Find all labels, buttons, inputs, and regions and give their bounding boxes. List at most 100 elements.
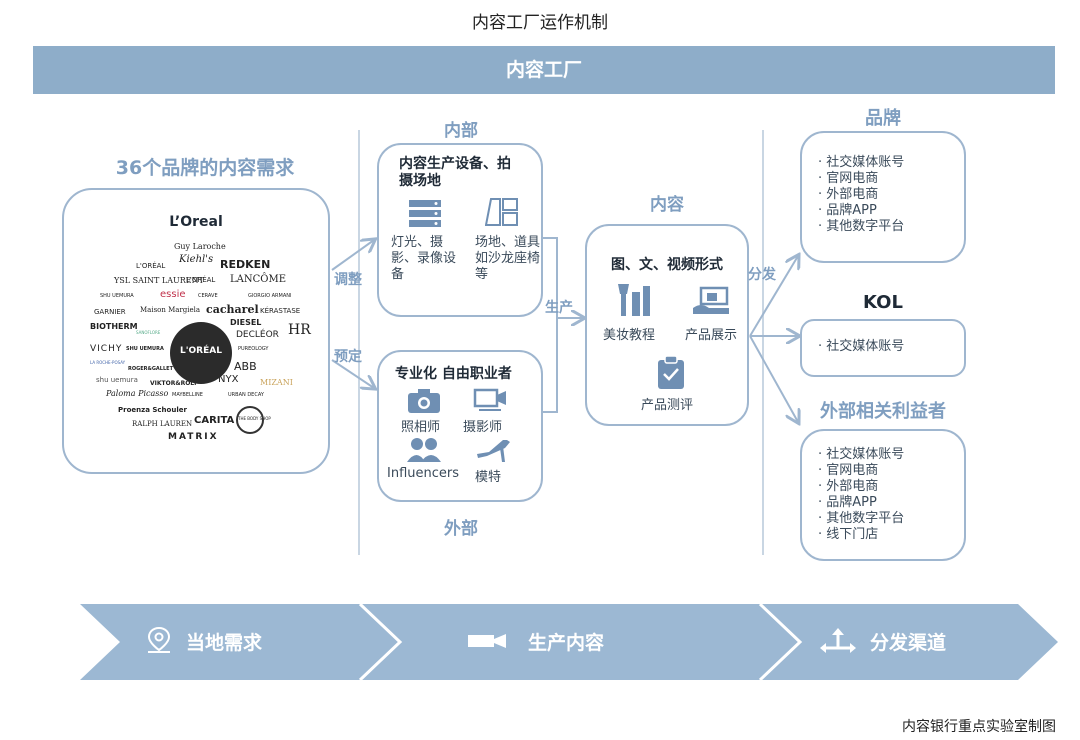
brand-logo: ROGER&GALLET (128, 366, 174, 372)
stakeholders-box: · 社交媒体账号 · 官网电商 · 外部电商 · 品牌APP · 其他数字平台 … (800, 429, 966, 561)
brand-logo: RALPH LAUREN (132, 420, 193, 428)
list-item: · 社交媒体账号 (818, 339, 905, 354)
list-item: · 品牌APP (818, 203, 877, 218)
brand-logo: KÉRASTASE (260, 307, 301, 315)
brand-channel-box: · 社交媒体账号 · 官网电商 · 外部电商 · 品牌APP · 其他数字平台 (800, 131, 966, 263)
list-item: · 官网电商 (818, 171, 879, 186)
kol-channel-list: · 社交媒体账号 (818, 339, 904, 355)
brand-logo: LANCÔME (230, 274, 287, 285)
brand-logo: NYX (218, 374, 239, 385)
internal-item-label: 灯光、摄影、录像设备 (391, 235, 457, 282)
external-item-label: 照相师 (401, 420, 441, 435)
external-item-label: 摄影师 (463, 420, 503, 435)
content-item-label: 产品展示 (685, 328, 738, 343)
list-item: · 外部电商 (818, 479, 879, 494)
location-pin-icon (147, 626, 171, 653)
brand-logo: SANOFLORE (136, 330, 161, 335)
content-box: 图、文、视频形式 美妆教程 产品展示 产品测评 (585, 224, 749, 426)
external-box-title: 专业化 自由职业者 (395, 366, 512, 382)
content-title: 内容 (650, 195, 684, 215)
flow-arrows-distribute (749, 250, 804, 430)
brand-logo-circle (236, 406, 264, 434)
brand-logo: DIESEL (230, 318, 262, 327)
brand-logo: YSL SAINT LAURENT (114, 276, 204, 285)
list-item: · 其他数字平台 (818, 219, 905, 234)
left-section-title: 36个品牌的内容需求 (115, 157, 295, 179)
brand-logo: CERAVE (198, 293, 218, 299)
flow-label-schedule: 预定 (334, 349, 362, 365)
brand-logo: essie (160, 289, 186, 300)
list-item: · 外部电商 (818, 187, 879, 202)
brand-logo: Proenza Schouler (118, 406, 187, 414)
brand-logo: cacharel (206, 303, 259, 316)
brand-logo: Paloma Picasso (106, 389, 169, 398)
brand-channel-list: · 社交媒体账号 · 官网电商 · 外部电商 · 品牌APP · 其他数字平台 (818, 155, 904, 235)
external-box: 专业化 自由职业者 照相师 摄影师 Influencers 模特 (377, 350, 543, 502)
server-icon (409, 200, 441, 227)
people-icon (407, 438, 441, 462)
flow-label-adjust: 调整 (334, 272, 362, 288)
process-step-label: 当地需求 (186, 632, 263, 654)
internal-box-title: 内容生产设备、拍摄场地 (399, 156, 511, 189)
process-step-label: 生产内容 (528, 632, 605, 654)
brand-channel-title: 品牌 (865, 108, 901, 129)
divider-right (762, 130, 764, 555)
distribute-arrows-icon (820, 628, 856, 653)
brand-portfolio-box: L’Oreal Guy Laroche Kiehl's L'ORÉAL REDK… (62, 188, 330, 474)
brand-logo: MIZANI (260, 378, 293, 387)
external-item-label: 模特 (475, 470, 502, 485)
banner-title: 内容工厂 (505, 59, 582, 81)
flow-label-distribute: 分发 (748, 267, 776, 283)
stakeholders-title: 外部相关利益者 (820, 401, 946, 422)
brand-logo: PUREOLOGY (238, 346, 269, 352)
brand-logo: Kiehl's (179, 254, 214, 265)
content-item-label: 产品测评 (640, 398, 693, 413)
brand-logo: HR (288, 322, 311, 338)
list-item: · 品牌APP (818, 495, 877, 510)
brand-logo: shu uemura (96, 376, 138, 384)
flow-bracket-produce (543, 237, 588, 413)
brand-logo: MAYBELLINE (172, 392, 203, 398)
brand-logo: SHU UEMURA (126, 346, 164, 352)
panels-icon (485, 198, 518, 226)
kol-channel-box: · 社交媒体账号 (800, 319, 966, 377)
clipboard-check-icon (658, 356, 684, 389)
brand-logo: BIOTHERM (90, 322, 138, 331)
loreal-logo: L'ORÉAL (170, 322, 232, 384)
brand-logo: URBAN DECAY (228, 392, 264, 398)
brand-logo: LA ROCHE-POSAY (90, 360, 126, 365)
brand-logo: L'ORÉAL (186, 276, 216, 284)
video-camera-icon (473, 388, 506, 411)
banner: 内容工厂 (33, 46, 1055, 94)
brand-portfolio-header: L’Oreal (169, 214, 223, 230)
brand-logo: CARITA (194, 415, 235, 426)
external-title: 外部 (444, 519, 478, 539)
internal-box: 内容生产设备、拍摄场地 灯光、摄影、录像设备 场地、道具如沙龙座椅等 (377, 143, 543, 317)
content-item-label: 美妆教程 (603, 328, 656, 343)
brand-logo: DECLÉOR (236, 330, 279, 340)
brand-logo: VIKTOR&ROLF (150, 380, 199, 387)
flow-arrows-left (331, 230, 378, 400)
camera-icon (468, 634, 506, 648)
flow-label-produce: 生产 (545, 300, 573, 316)
brand-logo: REDKEN (220, 258, 271, 271)
list-item: · 社交媒体账号 (818, 155, 905, 170)
brand-logo: GIORGIO ARMANI (248, 293, 292, 299)
process-step-label: 分发渠道 (870, 632, 947, 654)
product-display-icon (693, 286, 729, 314)
external-item-label: Influencers (387, 466, 460, 481)
brand-logo: VICHY (90, 344, 123, 354)
makeup-icon (618, 284, 650, 316)
kol-channel-title: KOL (863, 292, 903, 313)
internal-item-label: 场地、道具如沙龙座椅等 (475, 235, 541, 282)
brand-logo: GARNIER (94, 308, 126, 316)
brand-logo: Guy Laroche (174, 242, 226, 251)
page-title: 内容工厂运作机制 (472, 13, 608, 33)
brand-logo: L'ORÉAL (136, 262, 166, 270)
list-item: · 其他数字平台 (818, 511, 905, 526)
list-item: · 社交媒体账号 (818, 447, 905, 462)
divider-left (358, 130, 360, 555)
camera-icon (408, 389, 440, 413)
brand-logo: Maison Margiela (140, 306, 201, 314)
internal-title: 内部 (444, 121, 478, 141)
